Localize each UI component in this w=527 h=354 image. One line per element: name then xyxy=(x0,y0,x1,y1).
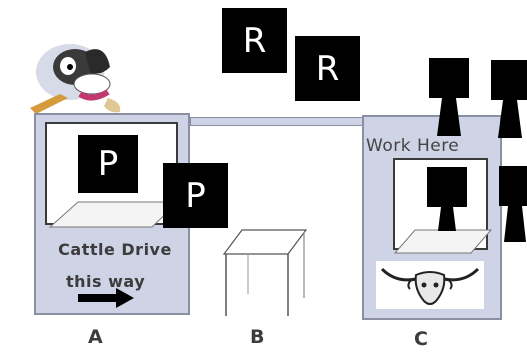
worker-silhouette-icon xyxy=(428,58,470,136)
connector-bar xyxy=(190,117,364,126)
tile-p-1: P xyxy=(78,135,138,193)
longhorn-steer-icon xyxy=(376,261,484,309)
worker-silhouette-icon xyxy=(426,167,468,231)
station-a-sign-line2: this way xyxy=(66,272,146,291)
station-label-c: C xyxy=(414,328,428,350)
tile-r-2: R xyxy=(295,36,360,101)
station-label-a: A xyxy=(88,326,103,348)
station-b-table xyxy=(220,228,310,320)
right-arrow-icon xyxy=(78,288,134,308)
tile-p-2: P xyxy=(163,163,228,228)
worker-silhouette-icon xyxy=(498,166,527,242)
station-a-sign-line1: Cattle Drive xyxy=(58,240,172,259)
station-c-sign: Work Here xyxy=(366,136,460,156)
tile-r-1: R xyxy=(222,8,287,73)
station-label-b: B xyxy=(250,326,265,348)
mascot-image xyxy=(20,22,130,117)
station-a-tray xyxy=(48,200,180,230)
station-c-tray xyxy=(393,228,493,256)
worker-silhouette-icon xyxy=(490,60,527,138)
